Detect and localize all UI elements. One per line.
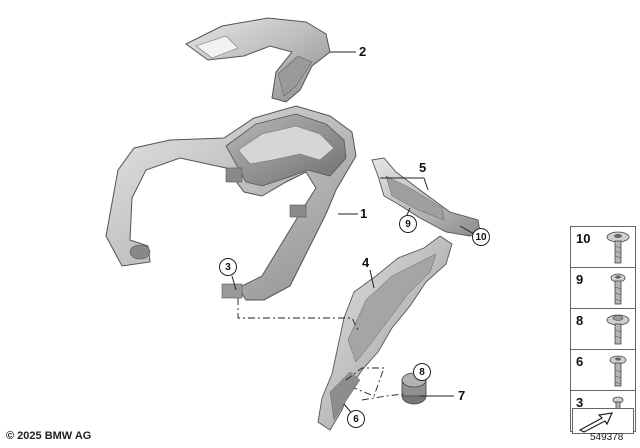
- callout-4: 4: [362, 255, 370, 270]
- callout-7: 7: [458, 388, 466, 403]
- legend-item-10: 10: [570, 226, 636, 268]
- image-number: 549378: [590, 432, 624, 443]
- grab-handle-part-1: [105, 105, 357, 301]
- torx-screw-icon: [610, 273, 626, 305]
- leader-lines: [231, 51, 475, 417]
- flange-screw-torx-icon: [606, 231, 630, 264]
- legend-number: 8: [576, 313, 584, 328]
- legend-number: 3: [576, 395, 584, 410]
- cover-part-2: [185, 17, 331, 103]
- legend-number: 9: [576, 272, 584, 287]
- legend-item-9: 9: [570, 267, 636, 309]
- callout-3: 3: [219, 258, 237, 276]
- callout-2: 2: [359, 44, 367, 59]
- legend-item-8: 8: [570, 308, 636, 350]
- legend-item-6: 6: [570, 349, 636, 391]
- flange-screw-icon: [606, 314, 630, 345]
- callout-6: 6: [347, 410, 365, 428]
- alignment-lines: [237, 298, 405, 401]
- orientation-arrow-icon: [572, 408, 634, 434]
- hex-screw-icon: [609, 355, 627, 387]
- legend-number: 10: [576, 231, 591, 246]
- legend-number: 6: [576, 354, 584, 369]
- callout-8: 8: [413, 363, 431, 381]
- callout-5: 5: [419, 160, 427, 175]
- callout-9: 9: [399, 215, 417, 233]
- callout-10: 10: [472, 228, 490, 246]
- copyright-text: © 2025 BMW AG: [6, 430, 92, 442]
- support-bracket-part-4: [317, 235, 453, 431]
- callout-1: 1: [360, 206, 368, 221]
